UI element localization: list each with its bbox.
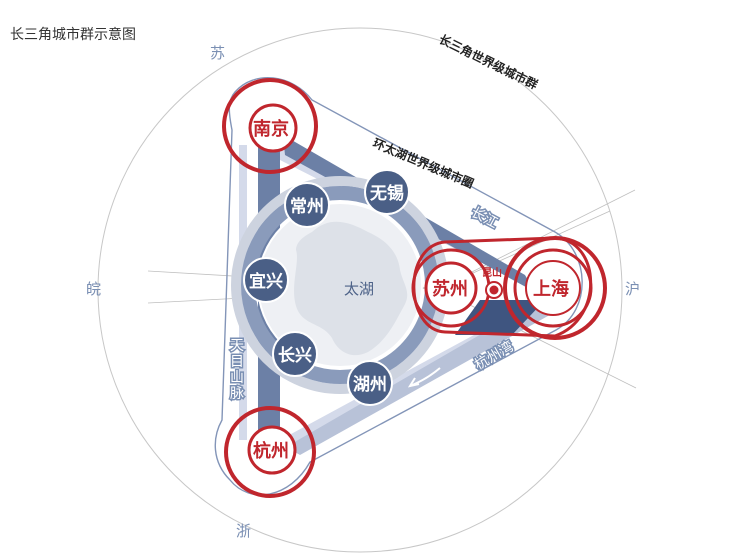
city-kunshan-label: 昆山 [482,266,502,279]
outer-boundary-circle [97,27,623,553]
city-changxing-label: 长兴 [278,345,312,366]
suzhou-shanghai-capsule [412,236,593,338]
arrowhead-north [417,200,428,207]
city-huzhou: 湖州 [347,360,393,406]
province-zhejiang: 浙 [236,522,251,540]
city-suzhou-label: 苏州 [432,278,468,300]
tianmu-char: 山 [230,370,244,386]
city-wuxi: 无锡 [364,169,410,215]
lake-label: 太湖 [344,280,374,298]
city-shanghai: 上海 [503,236,607,340]
tianmu-char: 天 [230,338,244,354]
yangtze-label: 长江 [468,204,500,231]
city-yixing: 宜兴 [243,257,289,303]
city-changzhou: 常州 [284,182,330,228]
arrowhead-south [407,377,420,388]
taihu-lake-shape [294,221,408,356]
city-kunshan: 昆山 [482,266,503,299]
tianmu-label: 天 目 山 脉 [229,337,246,404]
city-nanjing: 南京 [222,78,318,174]
city-hangzhou-label: 杭州 [253,440,289,462]
city-yixing-label: 宜兴 [249,271,283,292]
city-nanjing-label: 南京 [253,118,289,140]
city-hangzhou: 杭州 [224,406,316,498]
province-anhui: 皖 [86,280,101,298]
page-title: 长三角城市群示意图 [10,27,136,43]
outer-ring-label: 长三角世界级城市群 [437,31,541,92]
province-shanghai: 沪 [625,280,640,298]
city-huzhou-label: 湖州 [353,375,387,395]
city-suzhou: 苏州 [411,248,491,328]
tianmu-char: 目 [230,354,244,370]
city-shanghai-label: 上海 [533,278,569,300]
city-changzhou-label: 常州 [290,196,324,217]
city-changxing: 长兴 [272,331,318,377]
province-jiangsu: 苏 [210,44,225,62]
city-wuxi-label: 无锡 [369,183,404,204]
outer-triangle-outline [214,77,583,496]
tianmu-char: 脉 [230,386,244,402]
